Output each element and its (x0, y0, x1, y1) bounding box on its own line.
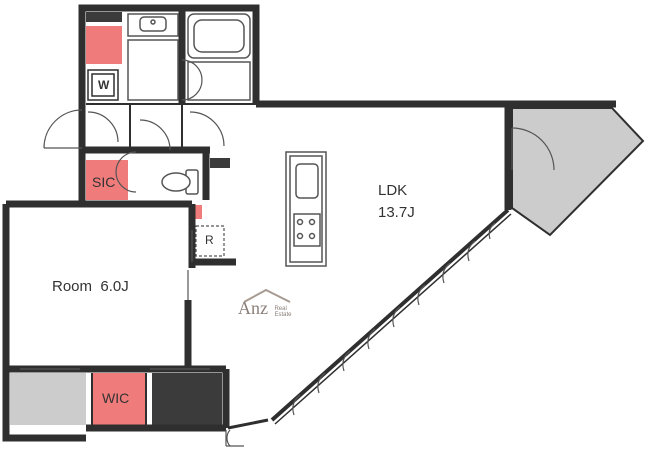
sic-area (86, 160, 128, 200)
thin-walls (86, 103, 645, 425)
logo-roof (243, 288, 291, 303)
sic-label: SIC (92, 174, 116, 190)
dark-storage (152, 373, 222, 425)
ldk-name: LDK (378, 182, 408, 199)
kitchen-island (285, 151, 327, 267)
balcony-bottom-left (10, 373, 86, 425)
diagonal-window-wall (227, 208, 512, 430)
refrigerator-label: R (205, 233, 214, 247)
ldk-size: 13.7J (378, 204, 415, 221)
refrigerator-space (195, 225, 225, 257)
window-arcs (292, 222, 496, 416)
dark-top-bar (86, 12, 122, 22)
washer-box (87, 69, 119, 101)
logo-sub-1: Real (274, 306, 287, 312)
logo-name: Anz (238, 298, 268, 318)
pink-strip (192, 205, 202, 219)
doors (20, 59, 555, 447)
bathroom-fixtures (127, 13, 251, 101)
logo-sub-2: Estate (274, 312, 292, 318)
wic-label: WIC (102, 390, 130, 406)
logo: Anz Real Estate (238, 298, 291, 319)
wic-area (92, 373, 146, 425)
washer-label: W (98, 78, 110, 92)
toilet (161, 169, 199, 195)
storage-top-highlight (86, 26, 122, 64)
dark-pipe-shaft (210, 158, 230, 168)
ldk-label: LDK 13.7J (378, 180, 415, 224)
room-label: Room 6.0J (52, 278, 129, 295)
balcony-right (512, 108, 643, 235)
